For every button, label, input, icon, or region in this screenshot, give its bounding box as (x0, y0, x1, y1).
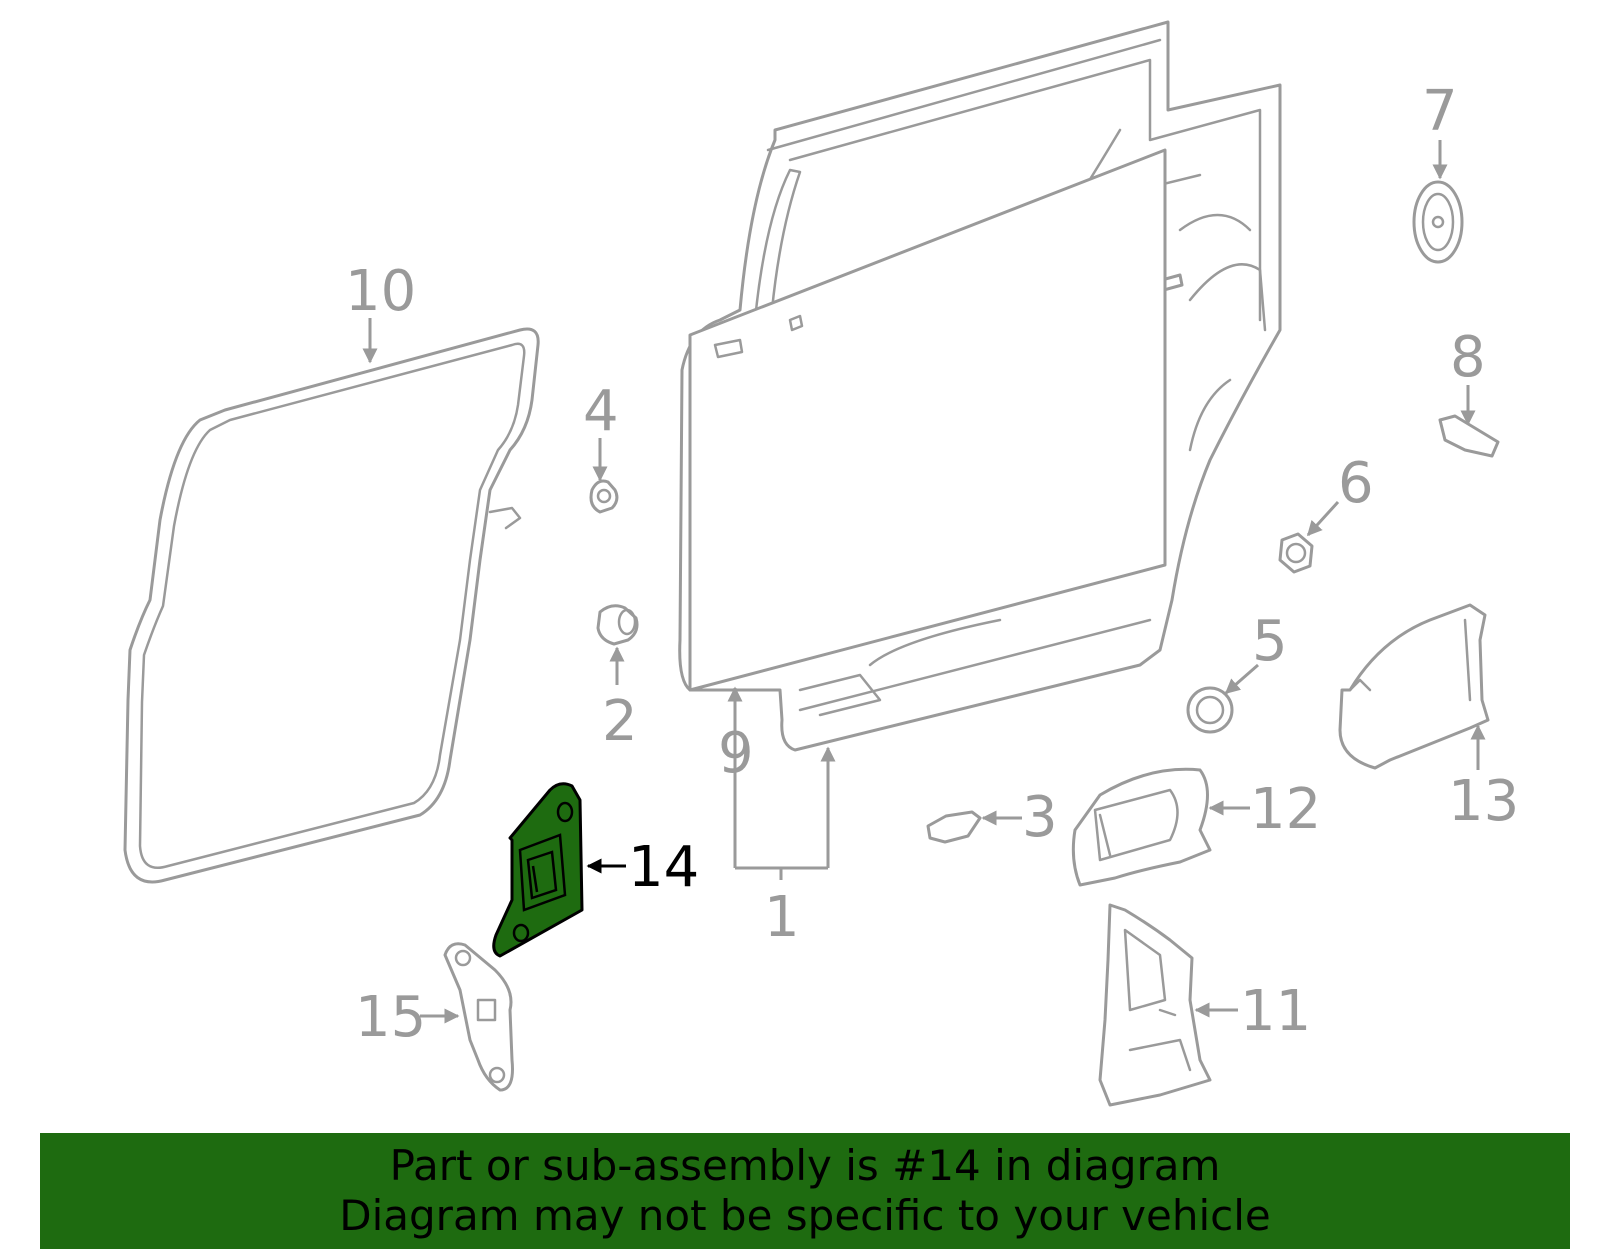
part-5-grommet (1186, 686, 1234, 734)
info-banner: Part or sub-assembly is #14 in diagram D… (40, 1133, 1570, 1249)
leader-lines (362, 140, 1486, 1024)
part-6-bolt (1278, 532, 1314, 574)
callout-10: 10 (345, 259, 416, 324)
callout-1: 1 (764, 885, 800, 950)
part-3-bracket (926, 810, 982, 844)
callout-3: 3 (1022, 785, 1058, 850)
part-2-bumper (596, 604, 639, 646)
banner-line-2: Diagram may not be specific to your vehi… (339, 1191, 1271, 1240)
callout-labels: 10 7 8 4 2 6 5 13 3 12 11 15 9 1 14 (345, 79, 1519, 1050)
part-13-cover (1338, 603, 1490, 770)
callout-13: 13 (1448, 769, 1519, 834)
callout-6: 6 (1338, 451, 1374, 516)
callout-5: 5 (1252, 609, 1288, 674)
callout-4: 4 (583, 379, 619, 444)
part-12-handle (1071, 767, 1212, 887)
callout-7: 7 (1422, 79, 1458, 144)
part-15-hinge (443, 942, 514, 1092)
banner-line-1: Part or sub-assembly is #14 in diagram (389, 1141, 1221, 1190)
callout-8: 8 (1450, 325, 1486, 390)
callout-2: 2 (602, 689, 638, 754)
callout-11: 11 (1240, 979, 1311, 1044)
part-1-sliding-door (678, 20, 1282, 752)
callout-12: 12 (1250, 777, 1321, 842)
part-4-clip (589, 479, 619, 514)
callout-15: 15 (355, 985, 426, 1050)
part-7-plug (1412, 180, 1464, 264)
callout-9: 9 (718, 721, 754, 786)
part-8-trim (1438, 414, 1500, 458)
part-11-latch (1098, 903, 1212, 1107)
part-14-striker-highlighted (492, 782, 584, 958)
callout-14-highlighted: 14 (628, 835, 699, 900)
part-10-weatherstrip (123, 327, 540, 884)
